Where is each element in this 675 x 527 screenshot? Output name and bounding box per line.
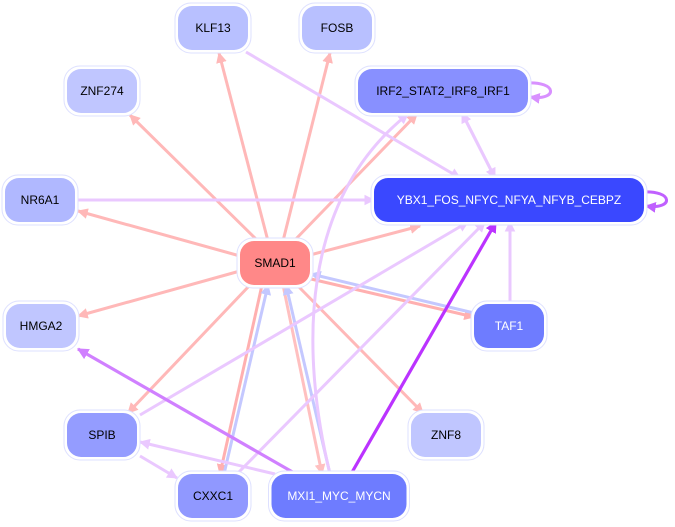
node-label: SMAD1 xyxy=(254,256,296,270)
node-box xyxy=(474,304,544,348)
node-box xyxy=(178,6,248,50)
edge-smad1-to-ybx1 xyxy=(309,223,422,257)
edges-layer xyxy=(76,50,668,480)
node-irf2[interactable]: IRF2_STAT2_IRF8_IRF1 xyxy=(354,65,532,117)
node-label: KLF13 xyxy=(195,21,231,35)
edge-taf1-to-smad1 xyxy=(309,271,475,315)
node-label: YBX1_FOS_NFYC_NFYA_NFYB_CEBPZ xyxy=(397,193,622,207)
edge-smad1-to-spib xyxy=(126,283,252,415)
edge-spib-to-cxxc1 xyxy=(139,454,178,480)
node-taf1[interactable]: TAF1 xyxy=(470,300,548,352)
node-label: ZNF274 xyxy=(80,84,124,98)
node-box xyxy=(240,241,310,285)
edge-mxi1-to-spib xyxy=(138,438,276,476)
node-label: CXXC1 xyxy=(193,489,233,503)
node-label: IRF2_STAT2_IRF8_IRF1 xyxy=(376,84,510,98)
node-mxi1[interactable]: MXI1_MYC_MYCN xyxy=(268,470,410,522)
edge-ybx1-to-irf2 xyxy=(460,112,497,179)
node-cxxc1[interactable]: CXXC1 xyxy=(174,470,252,522)
node-ybx1[interactable]: YBX1_FOS_NFYC_NFYA_NFYB_CEBPZ xyxy=(370,174,648,226)
node-box xyxy=(67,413,137,457)
node-box xyxy=(374,178,644,222)
edge-smad1-to-irf2 xyxy=(290,112,419,245)
edge-smad1-to-cxxc1 xyxy=(216,284,264,476)
node-label: TAF1 xyxy=(495,319,524,333)
node-box xyxy=(411,413,481,457)
nodes-layer: KLF13 FOSB ZNF274 IRF2_STAT2_IRF8_IRF1NR6A1… xyxy=(1,2,648,522)
node-label: MXI1_MYC_MYCN xyxy=(287,489,390,503)
edge-spib-to-ybx1 xyxy=(139,220,469,417)
edge-smad1-to-hmga2 xyxy=(76,269,241,319)
node-box xyxy=(5,178,75,222)
node-box xyxy=(6,304,76,348)
node-box xyxy=(67,69,137,113)
edge-smad1-to-nr6a1 xyxy=(76,208,241,258)
node-smad1[interactable]: SMAD1 xyxy=(236,237,314,289)
edge-mxi1-to-hmga2 xyxy=(77,347,297,476)
edge-mxi1-to-irf2 xyxy=(311,112,409,475)
node-label: SPIB xyxy=(88,428,115,442)
node-box xyxy=(358,69,528,113)
edge-mxi1-to-ybx1 xyxy=(349,221,498,475)
node-label: NR6A1 xyxy=(21,193,60,207)
edge-irf2-to-irf2 xyxy=(525,81,552,104)
node-klf13[interactable]: KLF13 xyxy=(174,2,252,54)
node-znf274[interactable]: ZNF274 xyxy=(63,65,141,117)
edge-cxxc1-to-ybx1 xyxy=(235,220,487,476)
edge-ybx1-to-ybx1 xyxy=(641,190,668,213)
node-hmga2[interactable]: HMGA2 xyxy=(2,300,80,352)
node-label: HMGA2 xyxy=(20,319,63,333)
node-box xyxy=(271,474,407,518)
edge-smad1-to-taf1 xyxy=(310,277,476,321)
node-box xyxy=(302,6,372,50)
node-fosb[interactable]: FOSB xyxy=(298,2,376,54)
node-znf8[interactable]: ZNF8 xyxy=(407,409,485,461)
node-label: FOSB xyxy=(321,21,354,35)
node-spib[interactable]: SPIB xyxy=(63,409,141,461)
node-box xyxy=(178,474,248,518)
edge-smad1-to-fosb xyxy=(281,51,333,242)
edge-smad1-to-mxi1 xyxy=(281,284,326,476)
node-label: ZNF8 xyxy=(431,428,461,442)
edge-smad1-to-klf13 xyxy=(216,51,270,242)
edge-klf13-to-ybx1 xyxy=(245,50,461,180)
node-nr6a1[interactable]: NR6A1 xyxy=(1,174,79,226)
edge-cxxc1-to-smad1 xyxy=(222,283,272,475)
edge-smad1-to-znf274 xyxy=(128,113,262,245)
